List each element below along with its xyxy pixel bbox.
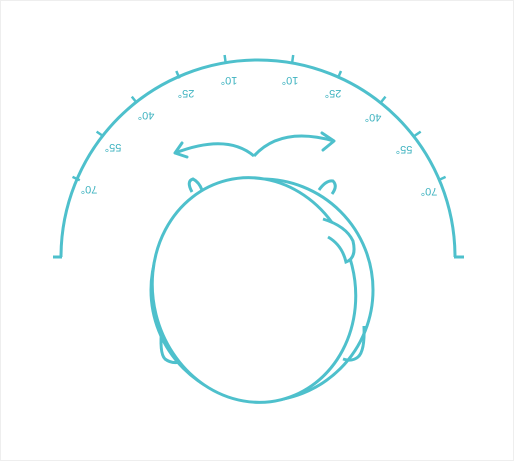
scale-label-left-40: 40°	[138, 109, 155, 121]
head-top-view-icon	[149, 176, 375, 404]
scale-tick	[95, 130, 104, 138]
scale-tick	[71, 175, 81, 182]
ear-rotated	[322, 217, 356, 264]
scale-label-right-10: 10°	[282, 74, 299, 86]
rotation-scale: 70° 55° 40° 25° 10° 10° 25° 40° 55° 70°	[53, 54, 464, 259]
arrow-left-curve	[174, 142, 255, 158]
scale-tick	[413, 130, 422, 138]
scale-tick	[379, 95, 387, 104]
scale-label-left-70: 70°	[81, 183, 98, 195]
scale-arc	[59, 58, 457, 258]
scale-tick	[437, 175, 447, 182]
arrow-right-head	[320, 131, 336, 152]
arrow-right-curve	[252, 134, 335, 158]
ear-left-top	[187, 177, 204, 193]
scale-label-left-25: 25°	[178, 87, 195, 99]
scale-label-right-40: 40°	[365, 111, 382, 123]
scale-tick	[223, 54, 227, 64]
scale-label-right-70: 70°	[421, 185, 438, 197]
scale-tick	[290, 54, 295, 64]
arrow-left-head	[173, 141, 189, 159]
ear-right-top	[317, 179, 337, 195]
head-outline-rotated	[150, 176, 358, 404]
scale-label-left-10: 10°	[221, 74, 238, 86]
scale-label-right-25: 25°	[325, 87, 342, 99]
scale-tick	[336, 70, 343, 79]
scale-label-right-55: 55°	[396, 143, 413, 155]
scale-label-left-55: 55°	[105, 141, 122, 153]
scale-tick	[175, 70, 181, 79]
double-headed-curved-arrow-icon	[173, 131, 336, 159]
scale-tick	[130, 95, 138, 104]
